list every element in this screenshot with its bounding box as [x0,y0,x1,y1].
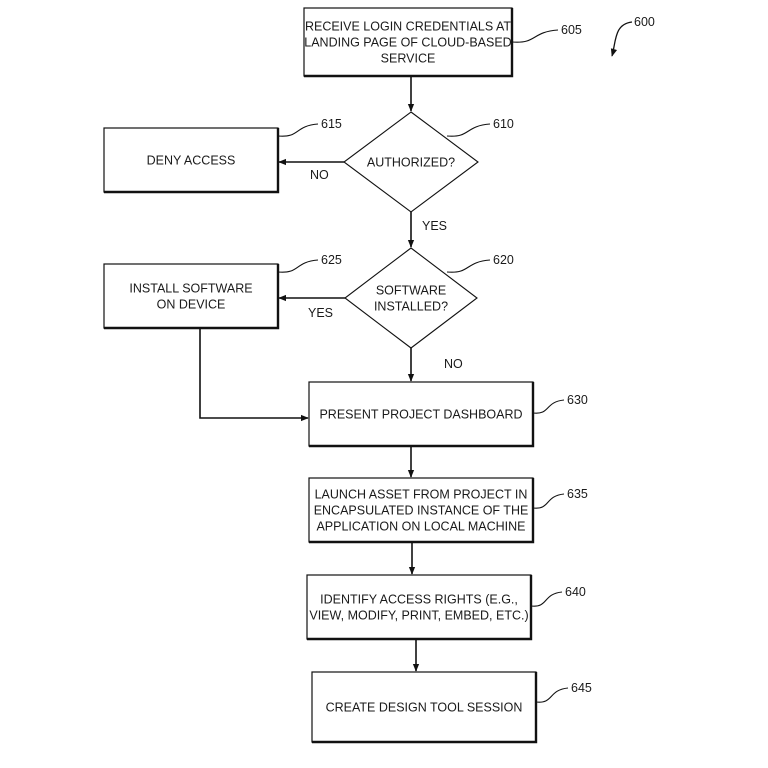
node-640: IDENTIFY ACCESS RIGHTS (E.G., VIEW, MODIF… [306,574,533,641]
reference-numeral-635: 635 [567,487,588,501]
node-630: PRESENT PROJECT DASHBOARD [308,381,535,448]
box-shadow-edge [307,575,533,641]
node-text-line: DENY ACCESS [147,154,236,168]
reference-leader-line [446,259,491,273]
reference-numeral-630: 630 [567,393,588,407]
node-text-line: SERVICE [381,52,436,66]
node-605: RECEIVE LOGIN CREDENTIALS AT LANDING PAGE… [303,7,514,78]
reference-leader-line [530,591,563,607]
box-shadow-edge [309,478,535,544]
node-text-line: AUTHORIZED? [367,156,455,170]
node-text-line: LANDING PAGE OF CLOUD-BASED [304,36,511,50]
node-615: DENY ACCESS [103,127,280,194]
node-text-line: INSTALLED? [374,300,448,314]
labels-layer: NO YES YES NO [308,168,463,371]
nodes-layer: RECEIVE LOGIN CREDENTIALS AT LANDING PAGE… [103,7,538,744]
edge-625-to-630 [199,328,309,422]
decision-diamond-610 [343,111,479,213]
node-text-line: ON DEVICE [157,298,226,312]
process-box-625 [103,263,279,329]
reference-leader-line [277,123,319,137]
reference-numeral-625: 625 [321,253,342,267]
edge-label-no: NO [444,357,463,371]
reference-leader-line [532,399,565,414]
edge-label-yes: YES [422,219,447,233]
box-shadow-edge [304,8,514,78]
reference-numeral-640: 640 [565,585,586,599]
reference-numeral-620: 620 [493,253,514,267]
reference-leader-line [532,493,565,509]
node-610: AUTHORIZED? [343,111,479,213]
node-635: LAUNCH ASSET FROM PROJECT IN ENCAPSULATED… [308,477,535,544]
node-625: INSTALL SOFTWARE ON DEVICE [103,263,280,330]
process-box-635 [308,477,534,543]
refs-layer: 605 610 615 620 625 630 635 640 645 600 [277,15,655,703]
reference-numeral-610: 610 [493,117,514,131]
box-shadow-edge [309,382,535,448]
decision-diamond-620 [344,247,478,349]
box-shadow-edge [312,672,538,744]
reference-numeral-645: 645 [571,681,592,695]
node-text-line: INSTALL SOFTWARE [129,282,252,296]
process-box-640 [306,574,532,640]
node-text-line: SOFTWARE [376,284,446,298]
reference-leader-line [511,29,559,43]
reference-leader-line [277,259,319,273]
node-645: CREATE DESIGN TOOL SESSION [311,671,538,744]
edges-layer [199,76,420,672]
figure-number: 600 [634,15,655,29]
node-text-line: APPLICATION ON LOCAL MACHINE [316,520,525,534]
edge-label-yes: YES [308,306,333,320]
box-shadow-edge [104,264,280,330]
box-shadow-edge [104,128,280,194]
node-text-line: ENCAPSULATED INSTANCE OF THE [314,504,529,518]
reference-numeral-615: 615 [321,117,342,131]
process-box-630 [308,381,534,447]
node-text-line: VIEW, MODIFY, PRINT, EMBED, ETC.) [309,609,528,623]
reference-leader-line [535,687,569,703]
reference-leader-line [446,123,491,137]
node-text-line: CREATE DESIGN TOOL SESSION [326,701,523,715]
reference-numeral-605: 605 [561,23,582,37]
figure-pointer-arrow [610,21,633,57]
process-box-615 [103,127,279,193]
edge-label-no: NO [310,168,329,182]
node-text-line: LAUNCH ASSET FROM PROJECT IN [315,488,528,502]
node-620: SOFTWARE INSTALLED? [344,247,478,349]
node-text-line: RECEIVE LOGIN CREDENTIALS AT [305,20,511,34]
node-text-line: IDENTIFY ACCESS RIGHTS (E.G., [320,593,518,607]
process-box-645 [311,671,537,743]
node-text-line: PRESENT PROJECT DASHBOARD [319,408,522,422]
